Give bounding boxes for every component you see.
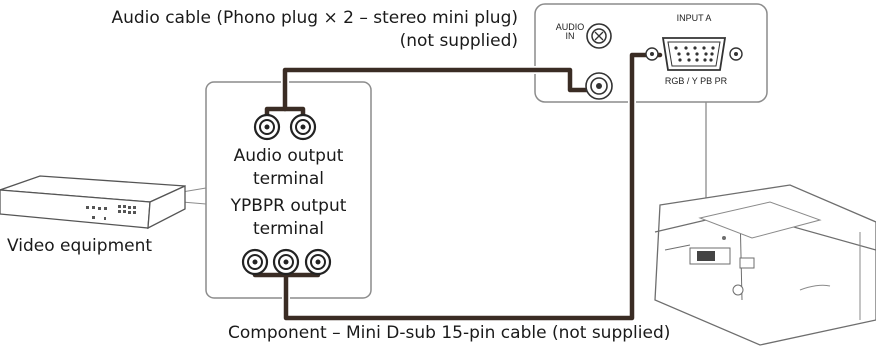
ypbpr-jack-pr — [304, 248, 332, 276]
audio-in-label-line2: IN — [565, 31, 575, 41]
projector-icon — [654, 184, 876, 346]
deck-leader-line-top — [181, 187, 207, 193]
audio-in-upper-jack-icon — [586, 23, 612, 49]
ypbpr-output-label-line2: terminal — [252, 219, 324, 239]
audio-cable-label-line1: Audio cable (Phono plug × 2 – stereo min… — [111, 8, 518, 28]
video-deck-icon — [0, 175, 186, 230]
video-equipment-label: Video equipment — [7, 236, 153, 256]
component-cable-label: Component – Mini D-sub 15-pin cable (not… — [228, 323, 671, 343]
rgb-ypbpr-label: RGB / Y PB PR — [664, 76, 728, 86]
dsub-15-connector-icon — [645, 37, 743, 71]
deck-leader-line-bottom — [181, 201, 207, 205]
audio-output-label-line2: terminal — [252, 169, 324, 189]
audio-in-label-line1: AUDIO — [555, 22, 585, 32]
input-a-label: INPUT A — [676, 13, 712, 23]
audio-phono-jack-right — [289, 113, 317, 141]
stereo-mini-jack-icon — [585, 72, 613, 100]
ypbpr-jack-y — [241, 248, 269, 276]
audio-output-label-line1: Audio output — [233, 146, 344, 166]
audio-phono-jack-left — [253, 113, 281, 141]
audio-cable — [263, 66, 602, 124]
ypbpr-jack-pb — [272, 248, 300, 276]
ypbpr-output-label-line1: YPBPR output — [230, 196, 347, 216]
audio-cable-label-line2: (not supplied) — [399, 31, 518, 51]
